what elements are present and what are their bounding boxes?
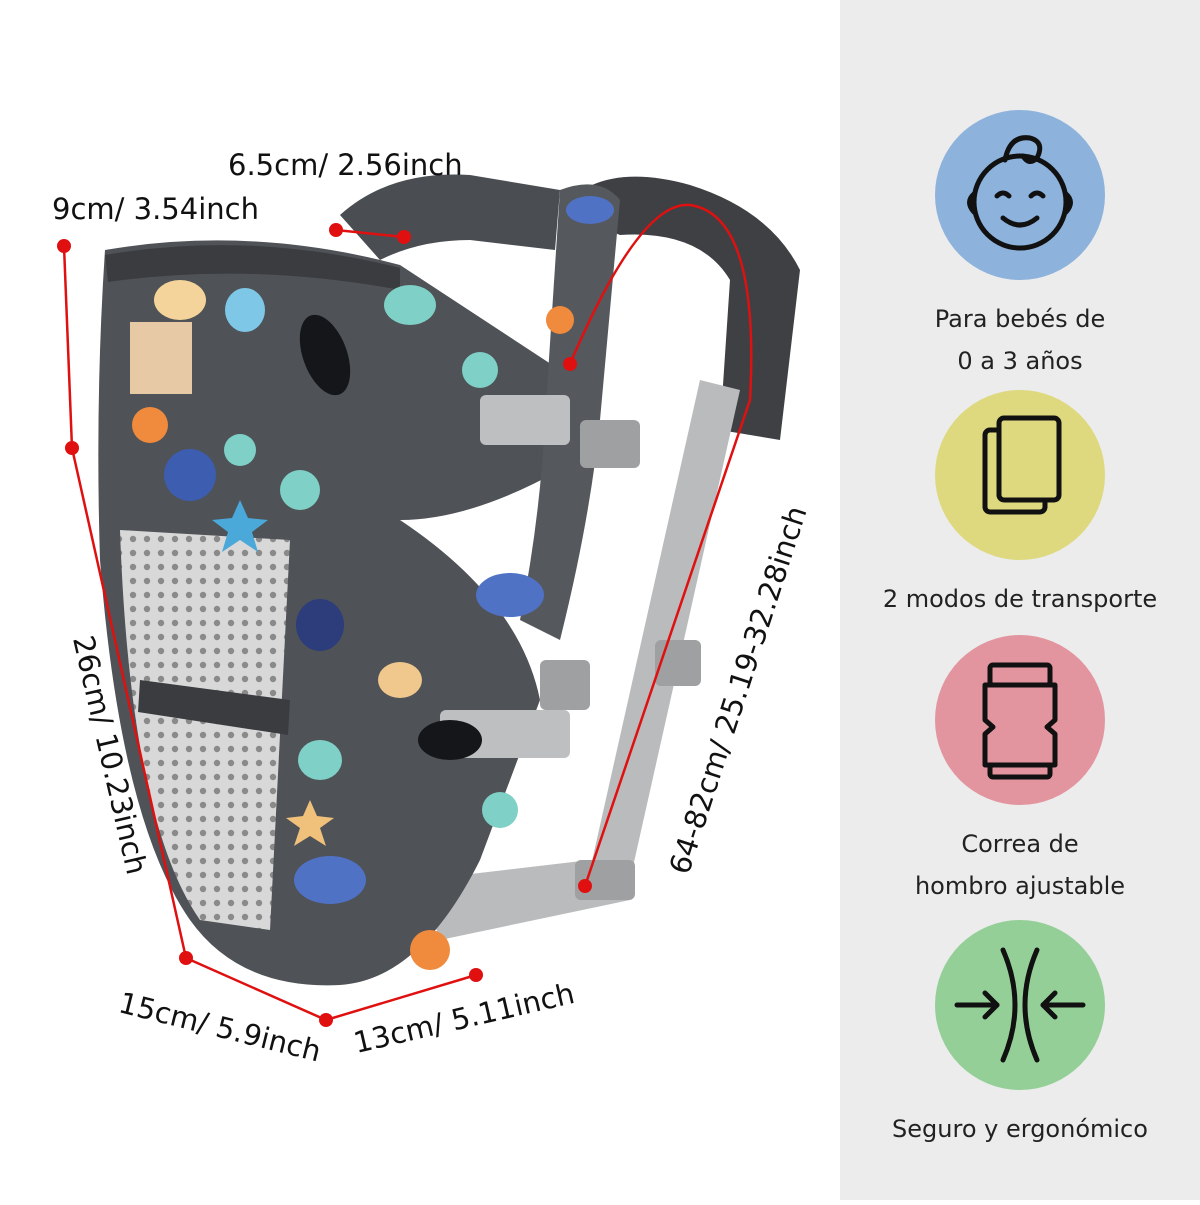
rear-shoulder-strap <box>560 176 800 440</box>
feature-age-circle <box>935 110 1105 280</box>
feature-age: Para bebés de 0 a 3 años <box>870 110 1170 382</box>
ergonomic-icon <box>954 947 1086 1063</box>
feature-ergonomic-label: Seguro y ergonómico <box>892 1115 1148 1143</box>
features-panel: Para bebés de 0 a 3 años 2 modos de tran… <box>840 0 1200 1200</box>
brand-label-patch <box>130 322 192 394</box>
two-modes-icon <box>982 415 1062 515</box>
dimension-lines <box>62 203 753 1022</box>
product-image-area: 6.5cm/ 2.56inch 9cm/ 3.54inch 26cm/ 10.2… <box>52 148 814 1069</box>
mesh-panel <box>120 530 290 930</box>
dimension-markers <box>57 223 592 1027</box>
feature-ergonomic: Seguro y ergonómico <box>870 920 1170 1150</box>
feature-strap-label: Correa de hombro ajustable <box>914 830 1126 900</box>
side-buckle <box>540 660 590 710</box>
left-shoulder-strap <box>340 174 560 260</box>
mesh-band <box>138 680 290 735</box>
sea-animal-print <box>132 196 614 970</box>
baby-face-icon <box>967 135 1073 251</box>
buckle-icon <box>982 662 1058 780</box>
adjustable-strap <box>590 380 740 880</box>
head-support-edge <box>105 245 400 290</box>
feature-modes-label: 2 modos de transporte <box>882 585 1158 613</box>
feature-ergonomic-circle <box>935 920 1105 1090</box>
dimension-width-head: 9cm/ 3.54inch <box>52 192 259 226</box>
baby-carrier-illustration <box>57 174 800 1027</box>
feature-modes-circle <box>935 390 1105 560</box>
upper-buckle-strap <box>480 395 570 445</box>
feature-strap: Correa de hombro ajustable <box>870 635 1170 907</box>
feature-modes: 2 modos de transporte <box>870 390 1170 620</box>
feature-strap-circle <box>935 635 1105 805</box>
feature-age-label: Para bebés de 0 a 3 años <box>934 305 1106 375</box>
dimension-width-top: 6.5cm/ 2.56inch <box>228 148 463 182</box>
upper-buckle <box>580 420 640 468</box>
strap-adjuster <box>655 640 701 686</box>
